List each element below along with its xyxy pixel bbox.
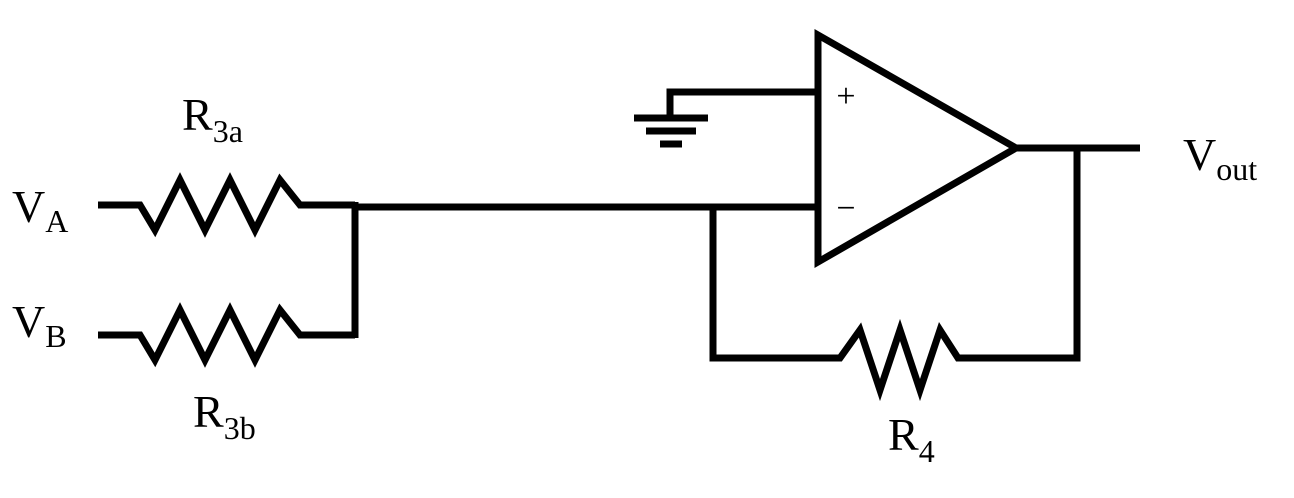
ground-icon	[634, 114, 708, 148]
resistor-r3a	[98, 172, 355, 238]
label-vout: Vout	[1183, 129, 1257, 187]
resistor-r3b	[98, 302, 355, 368]
feedback-resistor-r4	[709, 145, 1081, 402]
label-r3b: R3b	[193, 386, 256, 446]
label-r3a: R3a	[182, 89, 243, 149]
label-vb: VB	[12, 296, 67, 354]
opamp-minus-sign: −	[836, 190, 855, 227]
opamp-triangle	[814, 28, 1024, 269]
non-inverting-input-wire	[666, 88, 818, 118]
label-va: VA	[12, 181, 68, 239]
opamp-plus-sign: +	[836, 78, 855, 115]
label-r4: R4	[888, 409, 935, 469]
